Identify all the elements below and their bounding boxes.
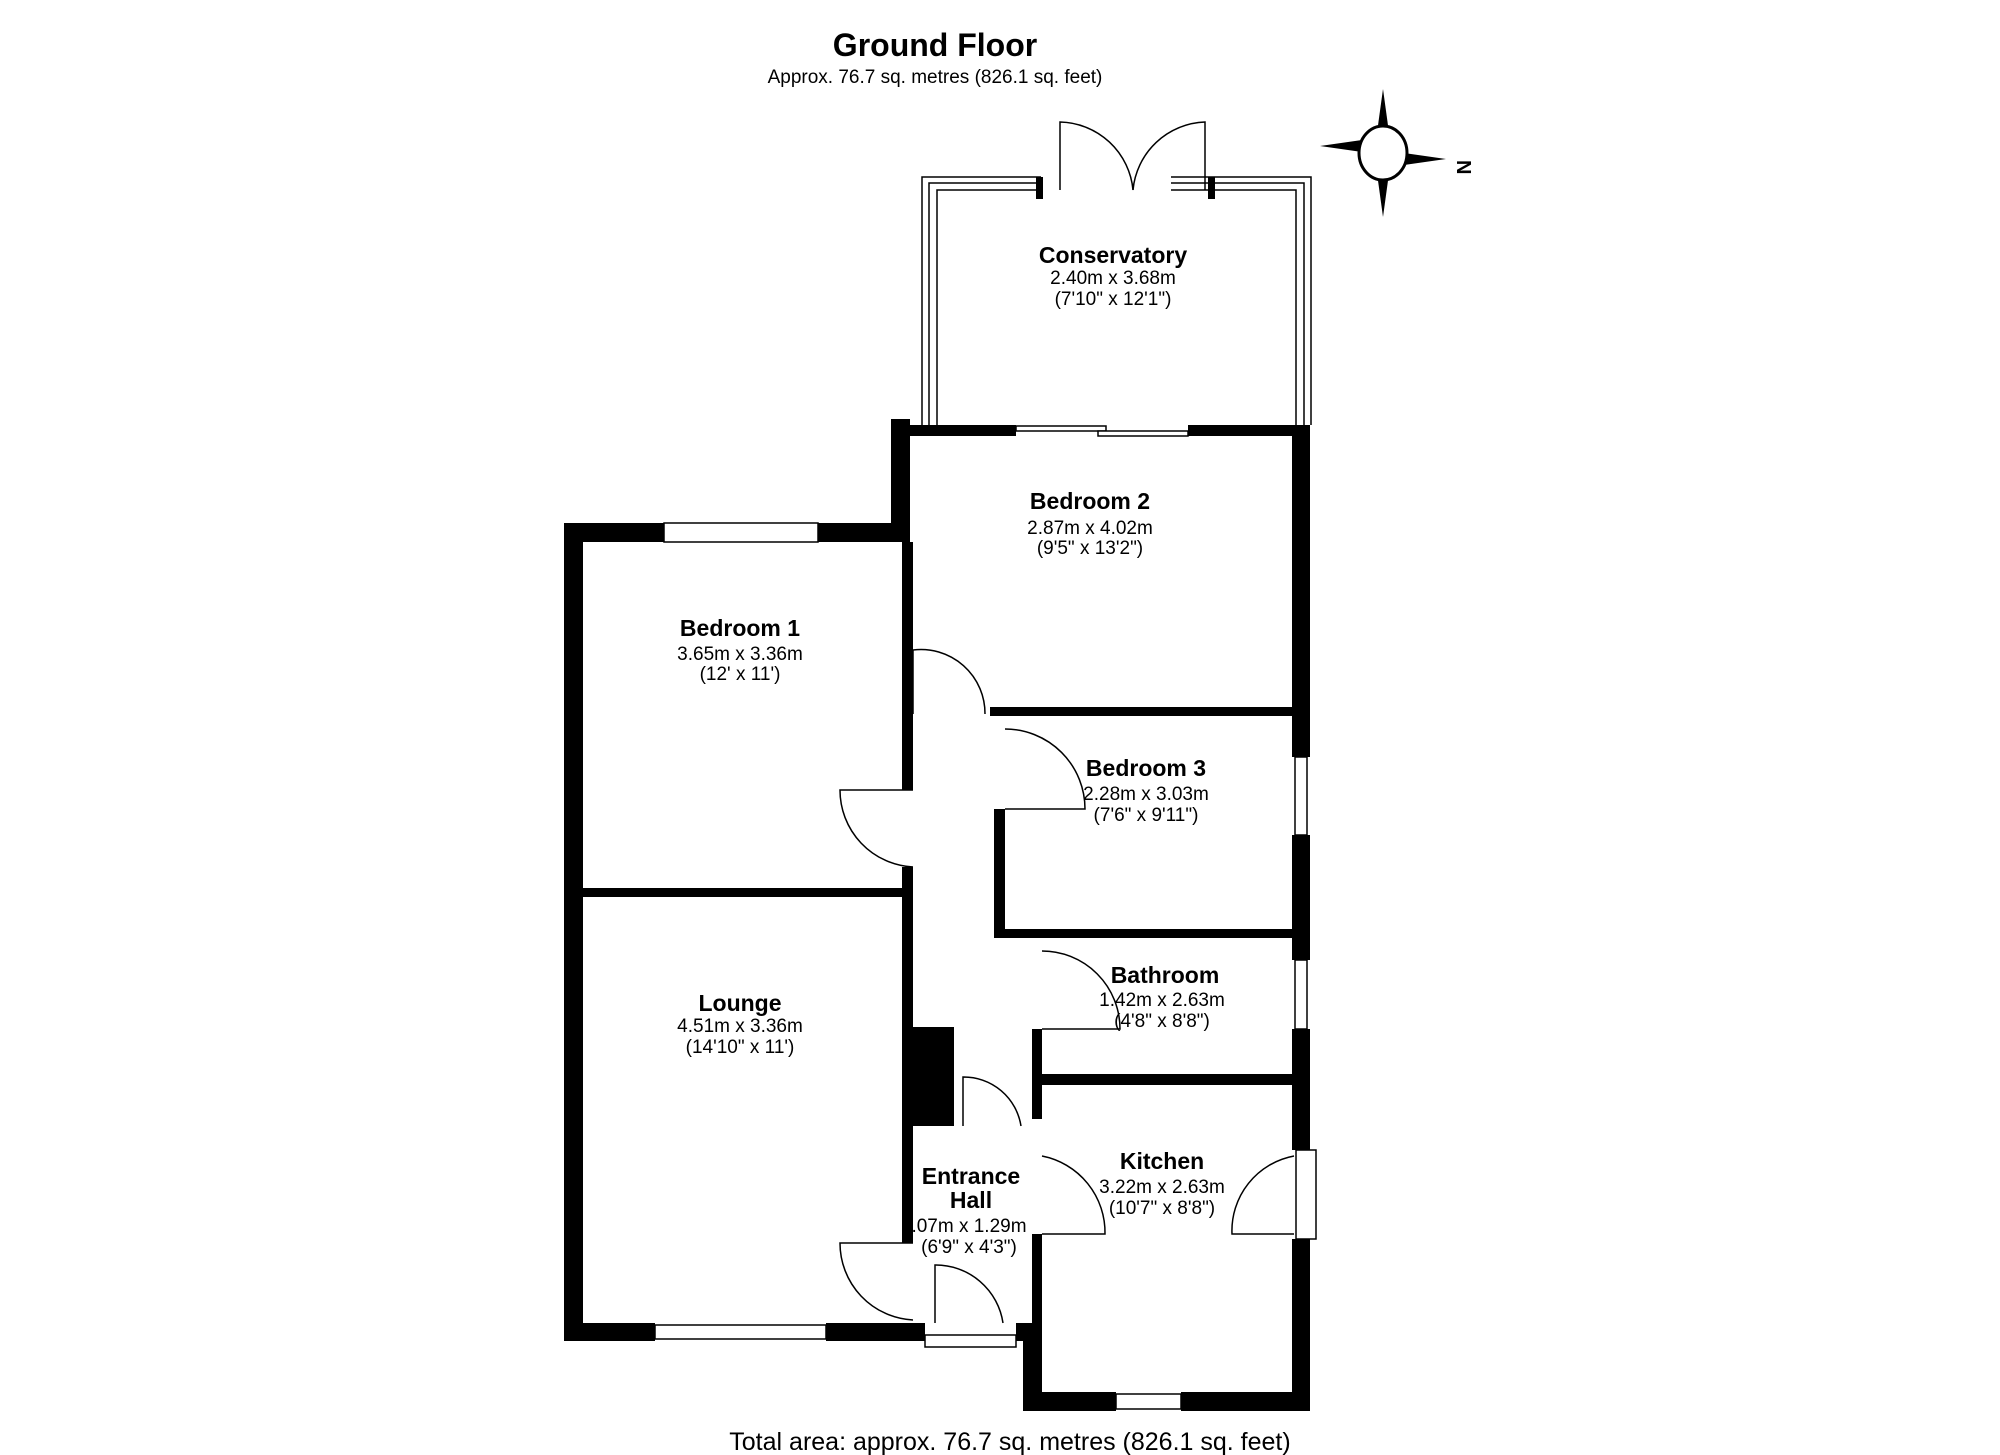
room-imperial: (10'7" x 8'8")	[1109, 1198, 1215, 1219]
room-metric: 2.87m x 4.02m	[1027, 518, 1153, 539]
room-entrance-hall: Entrance Hall .07m x 1.29m (6'9" x 4'3")	[911, 1163, 1026, 1258]
room-name: Kitchen	[1120, 1148, 1204, 1174]
room-metric: 4.51m x 3.36m	[677, 1016, 803, 1037]
room-bedroom-2: Bedroom 2 2.87m x 4.02m (9'5" x 13'2")	[1027, 488, 1153, 559]
room-lounge: Lounge 4.51m x 3.36m (14'10" x 11')	[677, 990, 803, 1058]
room-conservatory: Conservatory 2.40m x 3.68m (7'10" x 12'1…	[1039, 242, 1187, 310]
room-name-line2: Hall	[950, 1187, 992, 1213]
conservatory-frame	[921, 121, 1312, 425]
page-subtitle: Approx. 76.7 sq. metres (826.1 sq. feet)	[768, 67, 1103, 88]
room-bathroom: Bathroom 1.42m x 2.63m (4'8" x 8'8")	[1099, 962, 1225, 1032]
total-area: Total area: approx. 76.7 sq. metres (826…	[729, 1428, 1290, 1455]
compass-north-label: N	[1452, 160, 1474, 174]
room-metric: 2.40m x 3.68m	[1050, 268, 1176, 289]
room-name: Bathroom	[1111, 962, 1220, 988]
room-bedroom-3: Bedroom 3 2.28m x 3.03m (7'6" x 9'11")	[1083, 755, 1209, 826]
room-imperial: (7'10" x 12'1")	[1055, 289, 1172, 310]
room-imperial: (4'8" x 8'8")	[1114, 1011, 1210, 1032]
room-metric: 3.22m x 2.63m	[1099, 1177, 1225, 1198]
room-imperial: (14'10" x 11')	[686, 1037, 795, 1058]
room-metric: 1.42m x 2.63m	[1099, 990, 1225, 1011]
room-metric: 3.65m x 3.36m	[677, 644, 803, 665]
page-title: Ground Floor	[833, 27, 1037, 63]
room-metric: .07m x 1.29m	[911, 1216, 1026, 1237]
room-metric: 2.28m x 3.03m	[1083, 784, 1209, 805]
room-bedroom-1: Bedroom 1 3.65m x 3.36m (12' x 11')	[677, 615, 803, 685]
room-name-line1: Entrance	[922, 1163, 1020, 1189]
room-imperial: (7'6" x 9'11")	[1094, 805, 1199, 826]
room-name: Bedroom 2	[1030, 488, 1150, 514]
room-name: Lounge	[698, 990, 781, 1016]
room-imperial: (12' x 11')	[700, 664, 781, 685]
walls	[564, 419, 1317, 1411]
room-name: Conservatory	[1039, 242, 1187, 268]
room-imperial: (6'9" x 4'3")	[921, 1237, 1017, 1258]
door-swings	[839, 648, 1295, 1324]
compass-rose-icon: N	[1320, 89, 1474, 217]
room-imperial: (9'5" x 13'2")	[1037, 538, 1143, 559]
room-name: Bedroom 3	[1086, 755, 1206, 781]
room-name: Bedroom 1	[680, 615, 800, 641]
room-kitchen: Kitchen 3.22m x 2.63m (10'7" x 8'8")	[1099, 1148, 1225, 1219]
